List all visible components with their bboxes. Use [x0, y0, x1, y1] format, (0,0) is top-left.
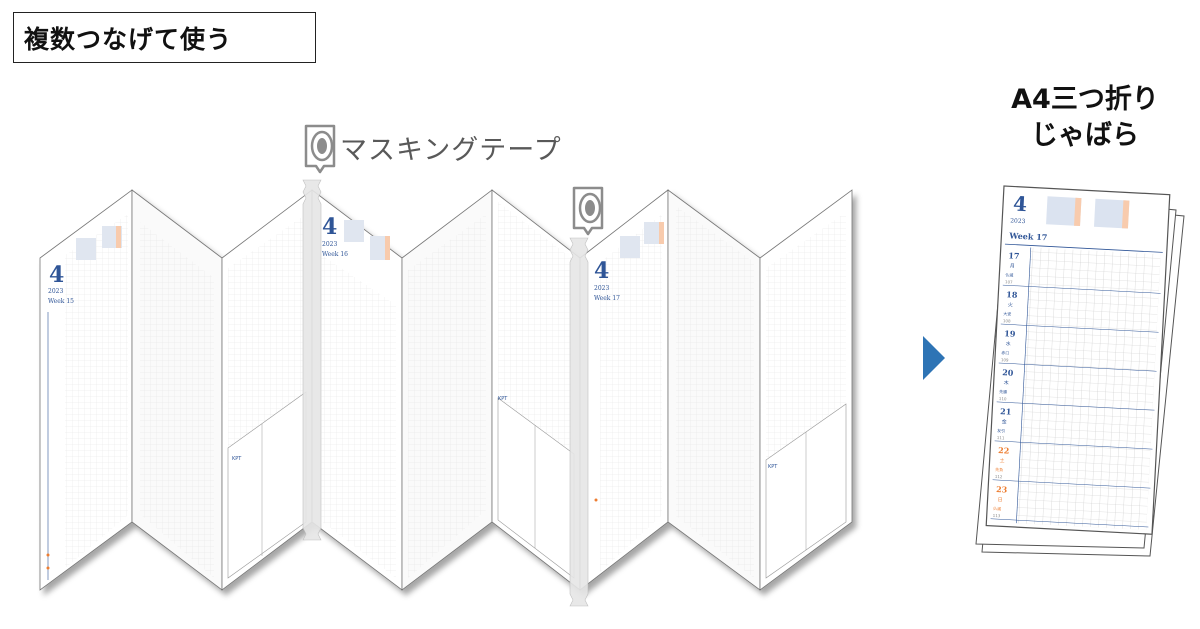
rokuyo: 仏滅 — [1005, 271, 1013, 277]
rokuyo: 仏滅 — [993, 505, 1001, 511]
day-of-week: 月 — [1010, 263, 1015, 269]
kpt-box-3: KPT — [765, 403, 847, 579]
a4-label-line1: A4三つ折り — [1011, 84, 1159, 115]
planner-year-3: 2023 — [594, 285, 609, 292]
a4-front-sheet: 4 2023 Week 17 17月仏滅10718火大安10819水赤口1092… — [985, 185, 1171, 535]
masking-tape-strip-1 — [302, 179, 322, 541]
planner-header-3: 4 2023 Week 17 — [594, 222, 664, 502]
planner-header-2: 4 2023 Week 16 — [322, 214, 390, 260]
a4-sheet-stack: 4 2023 Week 17 17月仏滅10718火大安10819水赤口1092… — [975, 185, 1185, 557]
day-of-year: 110 — [999, 396, 1007, 401]
day-of-year: 111 — [997, 435, 1005, 440]
svg-text:KPT: KPT — [768, 464, 778, 470]
planner-year-1: 2023 — [48, 288, 63, 295]
day-divider — [998, 362, 1157, 372]
day-number: 22 — [998, 445, 1010, 456]
day-divider — [994, 440, 1153, 450]
day-number: 20 — [1002, 367, 1014, 378]
day-divider — [996, 401, 1155, 411]
day-of-week: 金 — [1001, 418, 1006, 425]
day-divider — [1000, 323, 1159, 333]
svg-text:KPT: KPT — [498, 396, 508, 402]
planner-week-3: Week 17 — [594, 295, 620, 302]
day-of-year: 109 — [1001, 357, 1009, 362]
rokuyo: 先負 — [995, 466, 1003, 472]
a4-label-line2: じゃばら — [1031, 120, 1139, 151]
day-divider — [992, 479, 1151, 489]
svg-text:KPT: KPT — [232, 456, 242, 462]
day-of-year: 113 — [993, 513, 1001, 518]
rokuyo: 赤口 — [1001, 350, 1009, 355]
day-divider — [1002, 284, 1161, 294]
day-of-week: 火 — [1008, 302, 1013, 308]
day-number: 18 — [1006, 289, 1018, 300]
tape-roll-icon — [572, 186, 604, 236]
day-of-week: 日 — [997, 497, 1002, 503]
day-of-week: 水 — [1006, 340, 1011, 347]
rokuyo: 先勝 — [999, 388, 1007, 394]
arrow-right-icon — [923, 336, 945, 380]
a4-accordion-label: A4三つ折り じゃばら — [985, 82, 1185, 154]
day-of-year: 112 — [995, 474, 1003, 479]
planner-header-1: 4 2023 Week 15 — [46, 226, 122, 580]
masking-tape-label: マスキングテープ — [340, 135, 562, 166]
masking-tape-strip-2 — [569, 237, 589, 607]
sheet-week: Week 17 — [1008, 230, 1047, 242]
planner-week-2: Week 16 — [322, 251, 348, 258]
day-number: 19 — [1004, 328, 1016, 339]
rokuyo: 大安 — [1003, 310, 1011, 316]
section-title: 複数つなげて使う — [13, 12, 316, 63]
tape-roll-icon — [304, 124, 336, 174]
sheet-month: 4 — [1012, 192, 1027, 217]
day-of-week: 土 — [999, 457, 1004, 464]
day-of-week: 木 — [1004, 379, 1009, 386]
planner-month-1: 4 — [49, 262, 64, 288]
sheet-year: 2023 — [1010, 217, 1026, 225]
planner-year-2: 2023 — [322, 241, 337, 248]
day-of-year: 108 — [1003, 318, 1011, 323]
planner-month-2: 4 — [322, 214, 337, 240]
day-number: 21 — [1000, 406, 1012, 417]
day-number: 17 — [1008, 250, 1020, 261]
planner-week-1: Week 15 — [48, 298, 74, 305]
rokuyo: 友引 — [997, 427, 1005, 433]
day-of-year: 107 — [1005, 279, 1013, 284]
planner-month-3: 4 — [594, 258, 609, 284]
day-divider — [990, 518, 1149, 528]
day-number: 23 — [996, 484, 1008, 495]
